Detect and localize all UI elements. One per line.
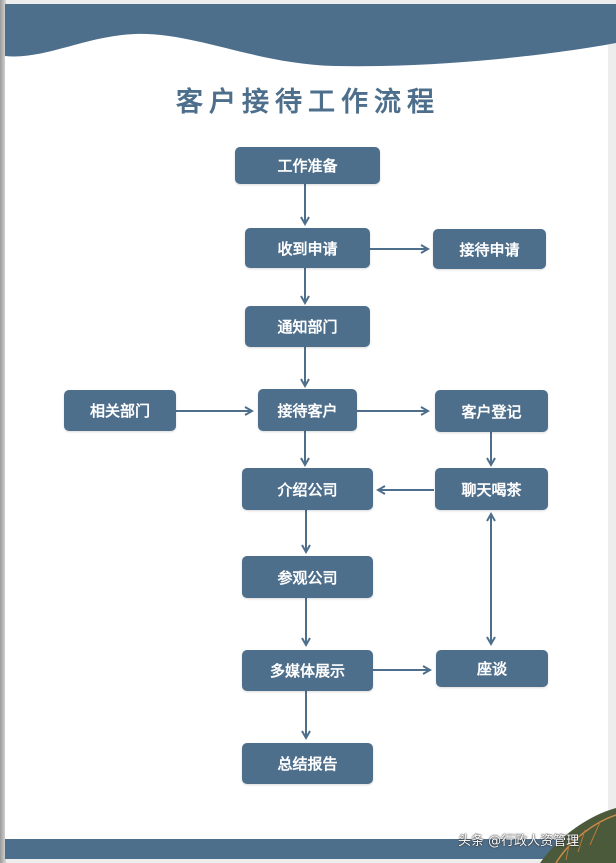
node-receive-application: 收到申请 [245, 228, 370, 268]
node-prepare: 工作准备 [235, 147, 380, 184]
page-title: 客户接待工作流程 [176, 87, 440, 118]
node-chat-tea: 聊天喝茶 [435, 468, 548, 510]
node-visit-company: 参观公司 [242, 556, 373, 598]
node-related-department: 相关部门 [64, 390, 176, 431]
watermark: 头条 @行政人资管理 [458, 834, 580, 849]
footer-bar [5, 839, 616, 859]
node-summary-report: 总结报告 [242, 743, 373, 784]
node-reception-application: 接待申请 [433, 229, 546, 269]
node-discussion: 座谈 [436, 650, 548, 687]
node-customer-registration: 客户登记 [435, 390, 548, 432]
node-introduce-company: 介绍公司 [242, 468, 373, 510]
header-wave [5, 4, 616, 67]
node-receive-customer: 接待客户 [258, 389, 357, 431]
node-notify-department: 通知部门 [245, 306, 370, 347]
page-shadow [0, 0, 6, 863]
node-multimedia-show: 多媒体展示 [242, 650, 373, 691]
